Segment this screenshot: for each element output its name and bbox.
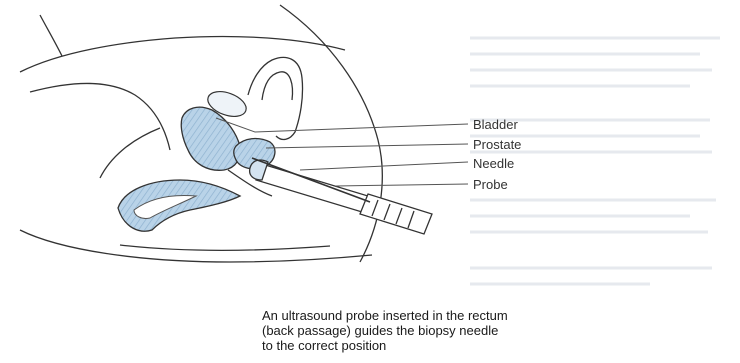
caption-line-2: (back passage) guides the biopsy needle — [262, 323, 508, 338]
buttock-outline — [20, 230, 372, 262]
label-prostate: Prostate — [473, 137, 521, 152]
back-outline — [40, 15, 62, 56]
inner-cavity-line — [262, 72, 293, 100]
caption-line-3: to the correct position — [262, 338, 508, 353]
label-probe: Probe — [473, 177, 508, 192]
pelvis-outer-curve — [20, 37, 345, 73]
abdomen-outline — [280, 5, 382, 262]
peritoneum-line — [248, 57, 303, 139]
caption-line-1: An ultrasound probe inserted in the rect… — [262, 308, 508, 323]
rectum-outer — [100, 128, 160, 178]
lower-curve — [120, 245, 330, 250]
ultrasound-probe — [250, 160, 432, 234]
sacrum-curve — [30, 83, 170, 150]
label-needle: Needle — [473, 156, 514, 171]
label-bladder: Bladder — [473, 117, 518, 132]
rectum-shape — [118, 180, 240, 231]
figure-caption: An ultrasound probe inserted in the rect… — [262, 308, 508, 353]
